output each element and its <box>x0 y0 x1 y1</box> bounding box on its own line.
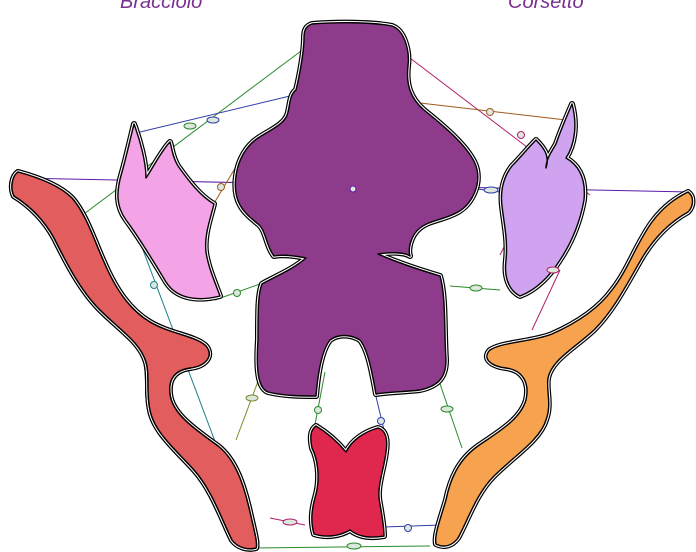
right-strip-piece[interactable] <box>434 191 694 547</box>
connector-line <box>139 95 291 133</box>
connector-marker[interactable] <box>233 289 241 297</box>
connector-marker[interactable] <box>314 406 322 414</box>
connector-marker[interactable] <box>349 185 357 193</box>
connector-marker[interactable] <box>150 281 158 289</box>
connector-marker[interactable] <box>486 108 494 116</box>
connector-line <box>437 377 463 449</box>
connector-marker[interactable] <box>217 183 225 191</box>
connector-marker[interactable] <box>469 284 483 292</box>
connector-marker[interactable] <box>206 116 220 124</box>
connector-marker[interactable] <box>245 394 259 402</box>
left-small-piece[interactable] <box>117 123 221 300</box>
connector-marker[interactable] <box>404 524 412 532</box>
connector-marker[interactable] <box>377 417 385 425</box>
connector-line <box>531 269 561 331</box>
body-piece[interactable] <box>234 21 479 397</box>
connector-marker[interactable] <box>346 542 362 550</box>
connector-line <box>235 375 261 441</box>
connector-marker[interactable] <box>282 518 298 526</box>
connector-line <box>383 524 441 528</box>
connector-marker[interactable] <box>440 405 454 413</box>
connector-marker[interactable] <box>483 186 499 194</box>
connector-marker[interactable] <box>517 131 525 139</box>
right-small-piece[interactable] <box>500 103 586 297</box>
bottom-piece[interactable] <box>310 425 388 538</box>
label-bracciolo: Bracciolo <box>120 0 203 13</box>
label-corsetto: Corsetto <box>508 0 584 13</box>
connector-line <box>249 545 431 549</box>
connector-line <box>67 47 306 227</box>
connector-marker[interactable] <box>546 266 560 274</box>
connector-marker[interactable] <box>183 122 197 130</box>
left-strip-piece[interactable] <box>11 171 258 550</box>
